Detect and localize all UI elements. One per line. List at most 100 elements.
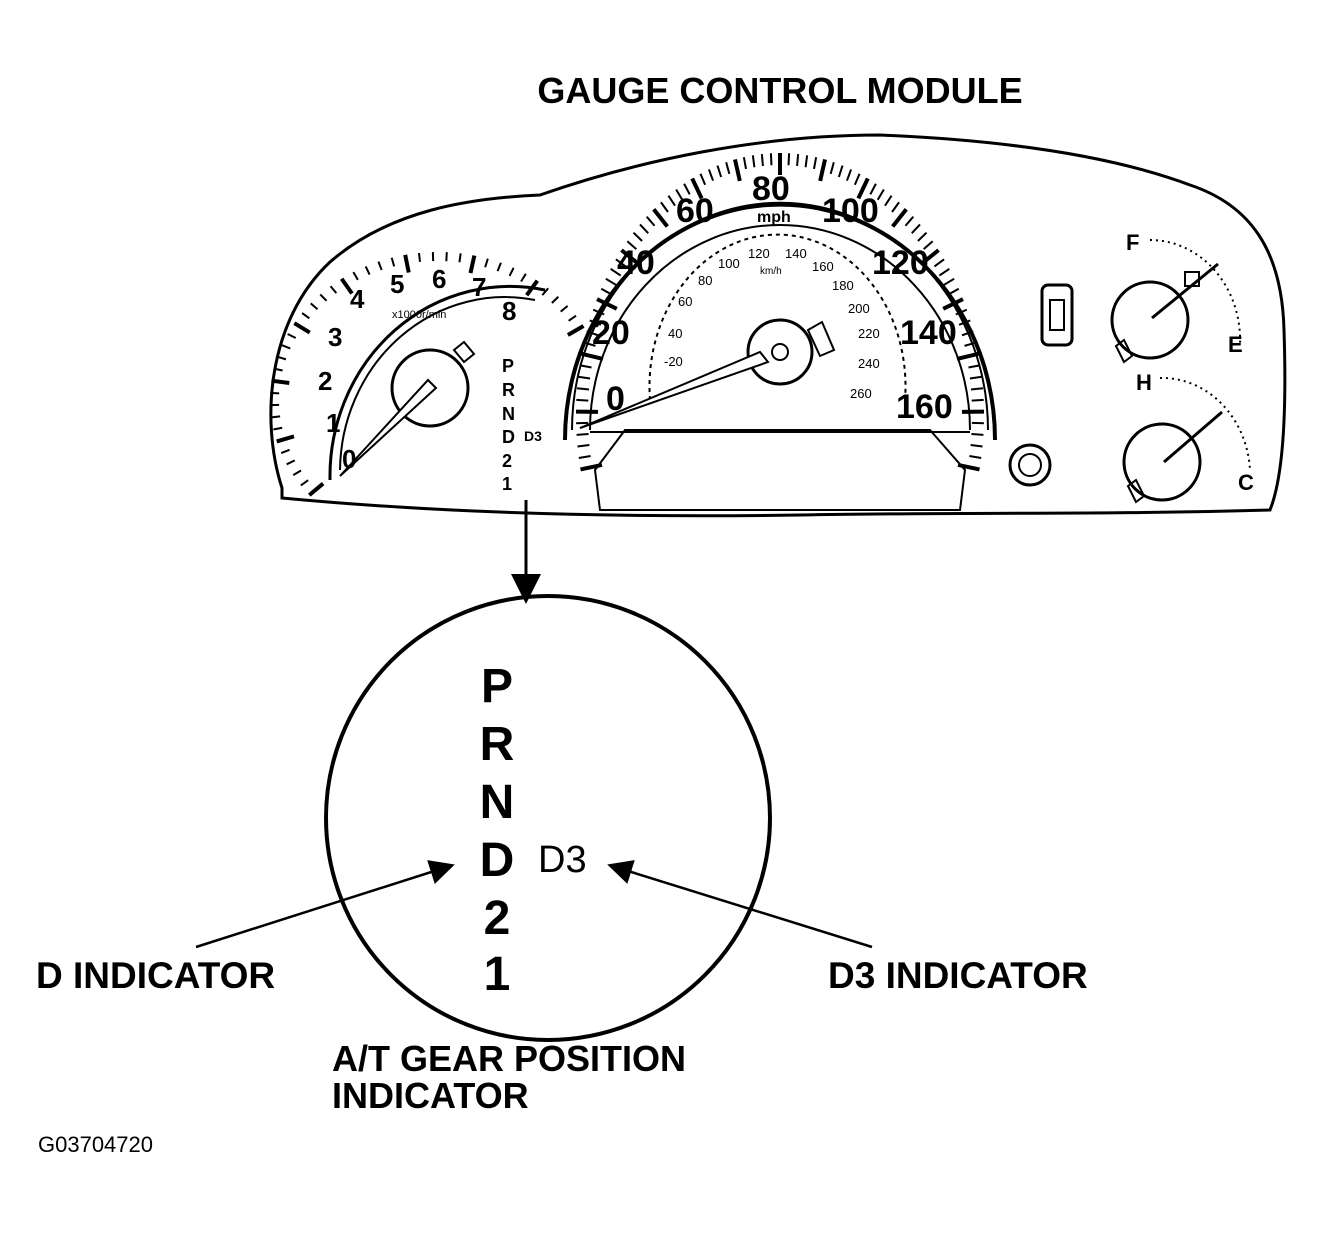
kmh-label: 40 — [668, 326, 682, 341]
kmh-unit: km/h — [760, 266, 782, 277]
figure-code: G03704720 — [38, 1132, 153, 1158]
tick-mark — [944, 279, 954, 285]
tick-mark — [561, 306, 568, 312]
tick-mark — [485, 259, 488, 268]
tick-mark — [311, 303, 318, 309]
tick-mark — [717, 166, 721, 177]
tacho-label: 6 — [432, 264, 446, 294]
temp-cold-label: C — [1238, 470, 1254, 495]
mph-label: 160 — [896, 388, 953, 426]
kmh-label: 160 — [812, 259, 834, 274]
tick-mark — [814, 157, 816, 169]
strip-letter: N — [502, 404, 515, 424]
tick-mark — [839, 166, 843, 177]
tick-mark — [893, 209, 907, 226]
d-indicator-arrow — [196, 866, 450, 947]
tick-mark — [580, 365, 592, 367]
kmh-label: 220 — [858, 326, 880, 341]
tick-mark — [521, 274, 526, 282]
d-indicator-label: D INDICATOR — [36, 955, 275, 997]
tick-mark — [971, 434, 983, 435]
mph-label: 40 — [617, 244, 655, 282]
tick-mark — [654, 209, 668, 226]
detail-d3: D3 — [538, 839, 587, 881]
detail-letter: 1 — [484, 948, 511, 1001]
tick-mark — [577, 388, 589, 389]
tacho-unit: x1000r/min — [392, 309, 446, 321]
tick-mark — [892, 202, 899, 212]
cluster-gear-strip: P R N D 2 1 D3 — [502, 356, 542, 494]
tick-mark — [366, 266, 370, 274]
tacho-label: 0 — [342, 444, 356, 474]
temp-hot-label: H — [1136, 370, 1152, 395]
caption-line-2: INDICATOR — [332, 1075, 529, 1117]
tick-mark — [277, 436, 294, 441]
mph-label: 80 — [752, 170, 790, 208]
mph-label: 0 — [606, 380, 625, 418]
tick-mark — [405, 255, 409, 273]
tick-mark — [287, 460, 295, 464]
detail-letter: N — [480, 776, 515, 829]
tick-mark — [568, 326, 584, 335]
tick-mark — [971, 445, 983, 446]
tick-mark — [579, 456, 591, 458]
tick-mark — [855, 174, 860, 185]
tick-mark — [569, 316, 576, 321]
tick-mark — [353, 272, 358, 280]
detail-letter: R — [480, 718, 515, 771]
tacho-label: 4 — [350, 284, 365, 314]
tick-mark — [700, 174, 705, 185]
kmh-label: 120 — [748, 246, 770, 261]
kmh-label: 180 — [832, 278, 854, 293]
tick-mark — [277, 357, 286, 360]
tick-mark — [762, 154, 763, 166]
detail-letter: 2 — [484, 892, 511, 945]
tick-mark — [281, 450, 289, 453]
tick-mark — [576, 400, 588, 401]
kmh-label: 140 — [785, 246, 807, 261]
tick-mark — [378, 262, 381, 270]
d3-indicator-label: D3 INDICATOR — [828, 955, 1088, 997]
strip-letter: D — [502, 427, 515, 447]
tick-mark — [309, 484, 323, 496]
tick-mark — [806, 155, 808, 167]
tick-mark — [969, 456, 981, 458]
tacho-label: 7 — [472, 272, 486, 302]
strip-letter: 2 — [502, 451, 512, 471]
detail-letter: D — [480, 834, 515, 887]
tick-mark — [912, 224, 920, 233]
tick-mark — [753, 155, 755, 167]
tick-mark — [419, 253, 420, 262]
kmh-label: 260 — [850, 386, 872, 401]
tick-mark — [970, 377, 982, 379]
tick-mark — [577, 445, 589, 446]
fuel-gauge: F E — [1112, 230, 1243, 362]
caption-line-1: A/T GEAR POSITION — [332, 1038, 686, 1080]
strip-d3: D3 — [524, 428, 542, 444]
tick-mark — [948, 289, 959, 295]
tick-mark — [668, 196, 675, 206]
tick-mark — [294, 323, 309, 332]
fuel-full-label: F — [1126, 230, 1139, 255]
tick-mark — [789, 153, 790, 165]
tick-mark — [577, 434, 589, 435]
tick-mark — [972, 400, 984, 401]
kmh-label: 200 — [848, 301, 870, 316]
mph-label: 100 — [822, 192, 879, 230]
tick-mark — [934, 259, 944, 266]
speedometer: 0 20 40 60 80 100 120 140 160 mph -20 40… — [565, 153, 995, 510]
kmh-label: 80 — [698, 273, 712, 288]
tick-mark — [510, 268, 514, 276]
car-door-icon — [1042, 285, 1072, 345]
trip-knob — [1010, 445, 1050, 485]
tick-mark — [847, 169, 851, 180]
strip-letter: R — [502, 380, 515, 400]
mph-label: 60 — [676, 192, 714, 230]
tick-mark — [647, 217, 655, 226]
tick-mark — [578, 377, 590, 379]
tick-mark — [331, 286, 337, 293]
tick-mark — [271, 416, 280, 417]
tacho-label: 2 — [318, 366, 332, 396]
tick-mark — [271, 381, 289, 383]
kmh-label: 240 — [858, 356, 880, 371]
